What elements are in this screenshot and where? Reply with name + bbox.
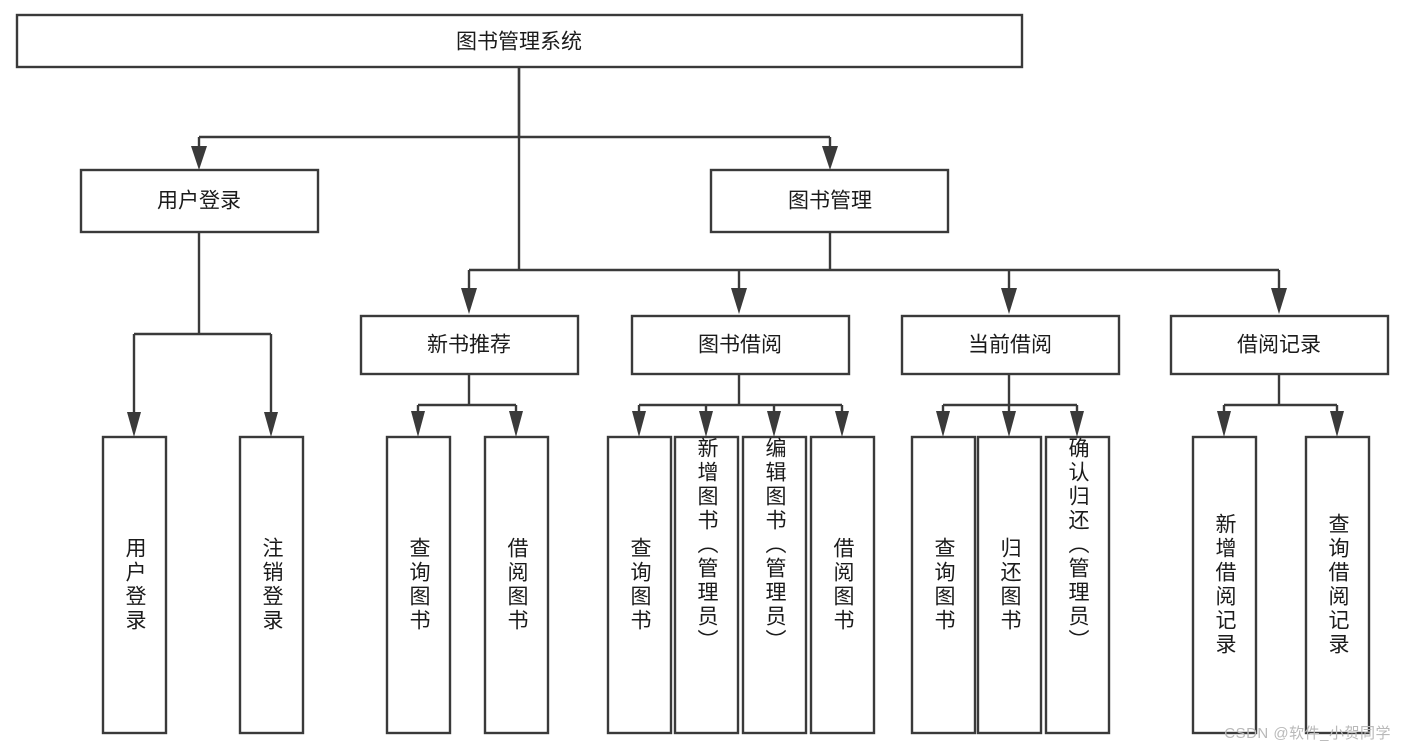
arrow-leaf-query-book-2: [632, 411, 646, 437]
node-book-manage-label: 图书管理: [788, 190, 872, 213]
arrow-book-manage: [822, 146, 838, 170]
node-borrow-record-box[interactable]: [1169, 314, 1390, 376]
leaf-query-record-box[interactable]: [1304, 435, 1371, 735]
leaf-edit-book-box[interactable]: [741, 435, 808, 735]
node-book-manage[interactable]: 图书管理: [709, 168, 950, 234]
arrow-current-borrow: [1001, 288, 1017, 314]
arrow-book-borrow: [731, 288, 747, 314]
node-book-borrow[interactable]: 图书借阅: [630, 314, 851, 376]
leaf-query-book-2-box[interactable]: [606, 435, 673, 735]
node-new-book-recommend-box[interactable]: [359, 314, 580, 376]
leaf-confirm-return-box[interactable]: [1044, 435, 1111, 735]
arrow-leaf-query-book-3: [936, 411, 950, 437]
leaf-borrow-book-2-box[interactable]: [809, 435, 876, 735]
node-current-borrow-box[interactable]: [900, 314, 1121, 376]
leaf-add-book-box[interactable]: [673, 435, 740, 735]
connector-group: [127, 67, 1344, 437]
node-current-borrow-label: 当前借阅: [968, 334, 1052, 357]
leaf-user-logout-box[interactable]: [238, 435, 305, 735]
node-book-borrow-box[interactable]: [630, 314, 851, 376]
csdn-watermark: CSDN @软件_小贺同学: [1224, 725, 1391, 742]
node-book-manage-box[interactable]: [709, 168, 950, 234]
leaf-add-record-box[interactable]: [1191, 435, 1258, 735]
arrow-leaf-edit-book: [767, 411, 781, 437]
arrow-leaf-return-book: [1002, 411, 1016, 437]
node-user-login[interactable]: 用户登录: [79, 168, 320, 234]
node-current-borrow[interactable]: 当前借阅: [900, 314, 1121, 376]
leaf-query-book-3-box[interactable]: [910, 435, 977, 735]
leaf-box-group: [101, 435, 1371, 735]
node-new-book-recommend-label: 新书推荐: [427, 334, 511, 357]
leaf-return-book-box[interactable]: [976, 435, 1043, 735]
node-book-borrow-label: 图书借阅: [698, 334, 782, 357]
arrow-user-login: [191, 146, 207, 170]
arrow-leaf-borrow-book-1: [509, 411, 523, 437]
node-user-login-label: 用户登录: [157, 190, 241, 213]
node-user-login-box[interactable]: [79, 168, 320, 234]
arrow-leaf-user-login: [127, 412, 141, 437]
leaf-query-book-1-box[interactable]: [385, 435, 452, 735]
arrow-leaf-borrow-book-2: [835, 411, 849, 437]
arrow-leaf-add-record: [1217, 411, 1231, 437]
node-borrow-record-label: 借阅记录: [1237, 334, 1321, 357]
node-borrow-record[interactable]: 借阅记录: [1169, 314, 1390, 376]
arrow-new-book-recommend: [461, 288, 477, 314]
node-root-label: 图书管理系统: [456, 31, 582, 54]
node-root-box[interactable]: [15, 13, 1024, 69]
arrow-leaf-user-logout: [264, 412, 278, 437]
node-new-book-recommend[interactable]: 新书推荐: [359, 314, 580, 376]
arrow-leaf-query-book-1: [411, 411, 425, 437]
arrow-leaf-confirm-return: [1070, 411, 1084, 437]
leaf-user-login-box[interactable]: [101, 435, 168, 735]
leaf-borrow-book-1-box[interactable]: [483, 435, 550, 735]
node-root[interactable]: 图书管理系统: [15, 13, 1024, 69]
arrow-leaf-query-record: [1330, 411, 1344, 437]
arrow-leaf-add-book: [699, 411, 713, 437]
arrow-borrow-record: [1271, 288, 1287, 314]
